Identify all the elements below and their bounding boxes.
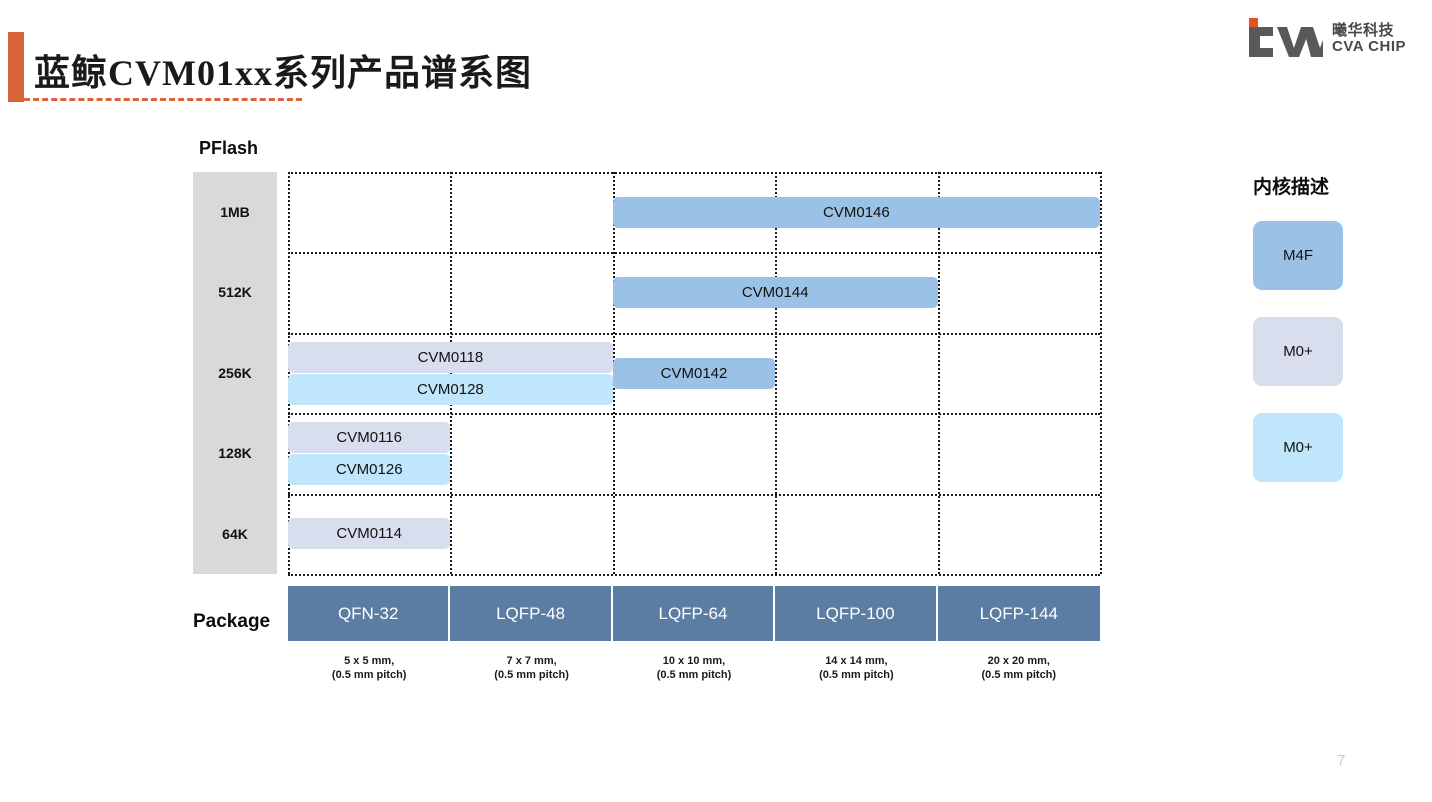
logo-name-cn: 曦华科技 [1331, 22, 1394, 40]
package-dimension-size: 10 x 10 mm, [662, 655, 726, 667]
product-bar-label: CVM0144 [741, 284, 809, 302]
grid-line-vertical [450, 172, 453, 574]
package-dimension-LQFP-64: 10 x 10 mm,(0.5 mm pitch) [613, 655, 775, 683]
legend-item-label: M0+ [1283, 439, 1313, 456]
grid-line-vertical [937, 172, 940, 574]
grid-line-horizontal [288, 332, 1100, 335]
legend-items: M4F M0+ M0+ [1253, 221, 1432, 482]
logo-name-en: CVA CHIP [1331, 38, 1406, 55]
logo-text: 曦华科技 CVA CHIP [1332, 23, 1406, 55]
page-title: 蓝鲸CVM01xx系列产品谱系图 [34, 53, 532, 93]
package-dimension-size: 5 x 5 mm, [344, 655, 395, 667]
pflash-axis-label: PFlash [199, 138, 259, 158]
matrix-grid [288, 172, 1102, 576]
package-dimension-pitch: (0.5 mm pitch) [656, 668, 732, 681]
grid-line-horizontal [288, 413, 1100, 416]
pflash-tick-1MB: 1MB [220, 204, 250, 220]
legend-title: 内核描述 [1253, 177, 1330, 198]
product-bar-CVM0126[interactable]: CVM0126 [288, 453, 451, 485]
grid-line-horizontal [288, 172, 1100, 174]
product-bar-CVM0114[interactable]: CVM0114 [288, 518, 451, 550]
product-bar-CVM0146[interactable]: CVM0146 [612, 196, 1100, 228]
package-axis-label: Package [193, 611, 271, 632]
product-bar-CVM0128[interactable]: CVM0128 [288, 373, 613, 405]
package-cell-LQFP-144[interactable]: LQFP-144 [937, 586, 1100, 641]
package-dimension-LQFP-48: 7 x 7 mm,(0.5 mm pitch) [450, 655, 612, 683]
title-divider [24, 98, 302, 101]
product-bar-label: CVM0146 [823, 203, 890, 221]
package-dimension-pitch: (0.5 mm pitch) [331, 668, 407, 681]
grid-line-vertical [1100, 172, 1102, 574]
product-bar-label: CVM0114 [336, 525, 402, 543]
legend-item-label: M4F [1283, 247, 1313, 264]
package-dimension-pitch: (0.5 mm pitch) [981, 668, 1057, 681]
package-cell-LQFP-100[interactable]: LQFP-100 [775, 586, 938, 641]
package-dimension-pitch: (0.5 mm pitch) [819, 668, 894, 681]
product-bar-CVM0116[interactable]: CVM0116 [288, 421, 451, 453]
grid-line-horizontal [288, 252, 1100, 255]
grid-line-vertical [775, 172, 778, 574]
package-dimension-size: 14 x 14 mm, [825, 655, 888, 667]
pflash-tick-64K: 64K [222, 525, 248, 542]
product-bar-label: CVM0128 [417, 380, 484, 398]
legend-item-2[interactable]: M0+ [1253, 413, 1343, 482]
pflash-tick-256K: 256K [218, 364, 252, 381]
package-dimension-LQFP-100: 14 x 14 mm,(0.5 mm pitch) [775, 655, 937, 683]
brand-logo: 曦华科技 CVA CHIP [1245, 18, 1406, 60]
product-bar-CVM0118[interactable]: CVM0118 [288, 341, 613, 373]
grid-line-horizontal [288, 493, 1100, 496]
product-bar-CVM0144[interactable]: CVM0144 [612, 277, 938, 309]
page-number: 7 [1337, 752, 1346, 769]
legend-item-1[interactable]: M0+ [1253, 317, 1343, 386]
package-dimension-LQFP-144: 20 x 20 mm,(0.5 mm pitch) [938, 655, 1100, 683]
product-bar-label: CVM0142 [660, 364, 728, 382]
package-cell-LQFP-64[interactable]: LQFP-64 [612, 586, 776, 641]
package-dimension-QFN-32: 5 x 5 mm,(0.5 mm pitch) [288, 655, 450, 683]
legend-item-0[interactable]: M4F [1253, 221, 1343, 290]
package-dimension-size: 20 x 20 mm, [987, 655, 1050, 667]
pflash-axis-band [193, 172, 277, 574]
product-bar-label: CVM0116 [336, 428, 402, 446]
title-accent-bar [8, 32, 24, 102]
cva-logo-icon [1245, 18, 1323, 60]
package-dimension-pitch: (0.5 mm pitch) [494, 668, 569, 681]
pflash-tick-128K: 128K [218, 445, 252, 462]
product-bar-CVM0142[interactable]: CVM0142 [612, 357, 776, 389]
core-legend: 内核描述 M4F M0+ M0+ [1253, 172, 1432, 509]
product-bar-label: CVM0126 [335, 460, 403, 478]
grid-line-horizontal [288, 574, 1100, 576]
product-bar-label: CVM0118 [417, 348, 484, 366]
legend-item-label: M0+ [1283, 343, 1313, 360]
package-dimension-size: 7 x 7 mm, [506, 655, 557, 667]
grid-line-vertical [288, 172, 290, 574]
package-cell-LQFP-48[interactable]: LQFP-48 [450, 586, 613, 641]
pflash-tick-512K: 512K [218, 284, 252, 301]
package-cell-QFN-32[interactable]: QFN-32 [288, 586, 451, 641]
